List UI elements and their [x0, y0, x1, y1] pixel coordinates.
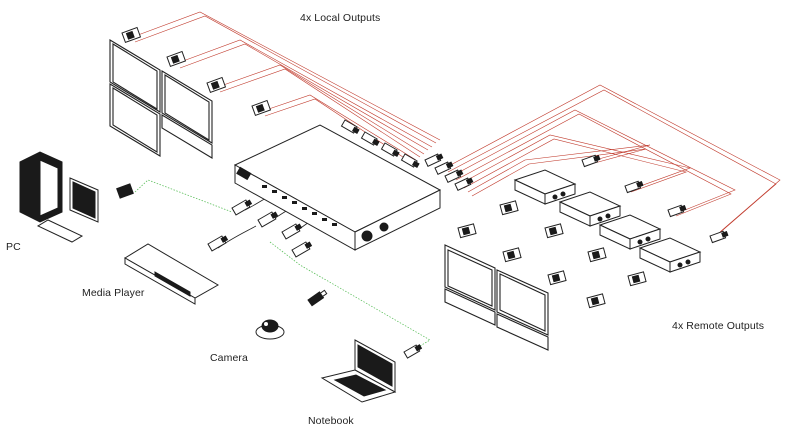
remote-video-wall — [444, 244, 549, 351]
media-player-label: Media Player — [82, 287, 145, 299]
local-outputs-label: 4x Local Outputs — [300, 12, 381, 24]
camera — [255, 289, 328, 340]
notebook-label: Notebook — [308, 415, 354, 427]
local-output-adapters — [121, 26, 272, 117]
remote-output-plugs — [424, 153, 474, 192]
remote-receivers — [513, 169, 702, 273]
remote-output-adapters — [457, 200, 647, 309]
local-output-cables — [129, 11, 441, 164]
local-video-wall — [109, 39, 213, 159]
pc-label: PC — [6, 241, 21, 253]
input-cables — [134, 179, 431, 353]
matrix-switch — [233, 124, 442, 251]
notebook — [320, 339, 423, 403]
input-plugs — [207, 199, 313, 258]
camera-label: Camera — [210, 352, 248, 364]
local-output-plugs — [340, 119, 420, 168]
remote-output-cables — [444, 84, 781, 237]
remote-outputs-label: 4x Remote Outputs — [672, 320, 765, 332]
remote-input-plugs — [581, 154, 729, 244]
pc — [19, 151, 134, 243]
media-player — [124, 243, 220, 305]
